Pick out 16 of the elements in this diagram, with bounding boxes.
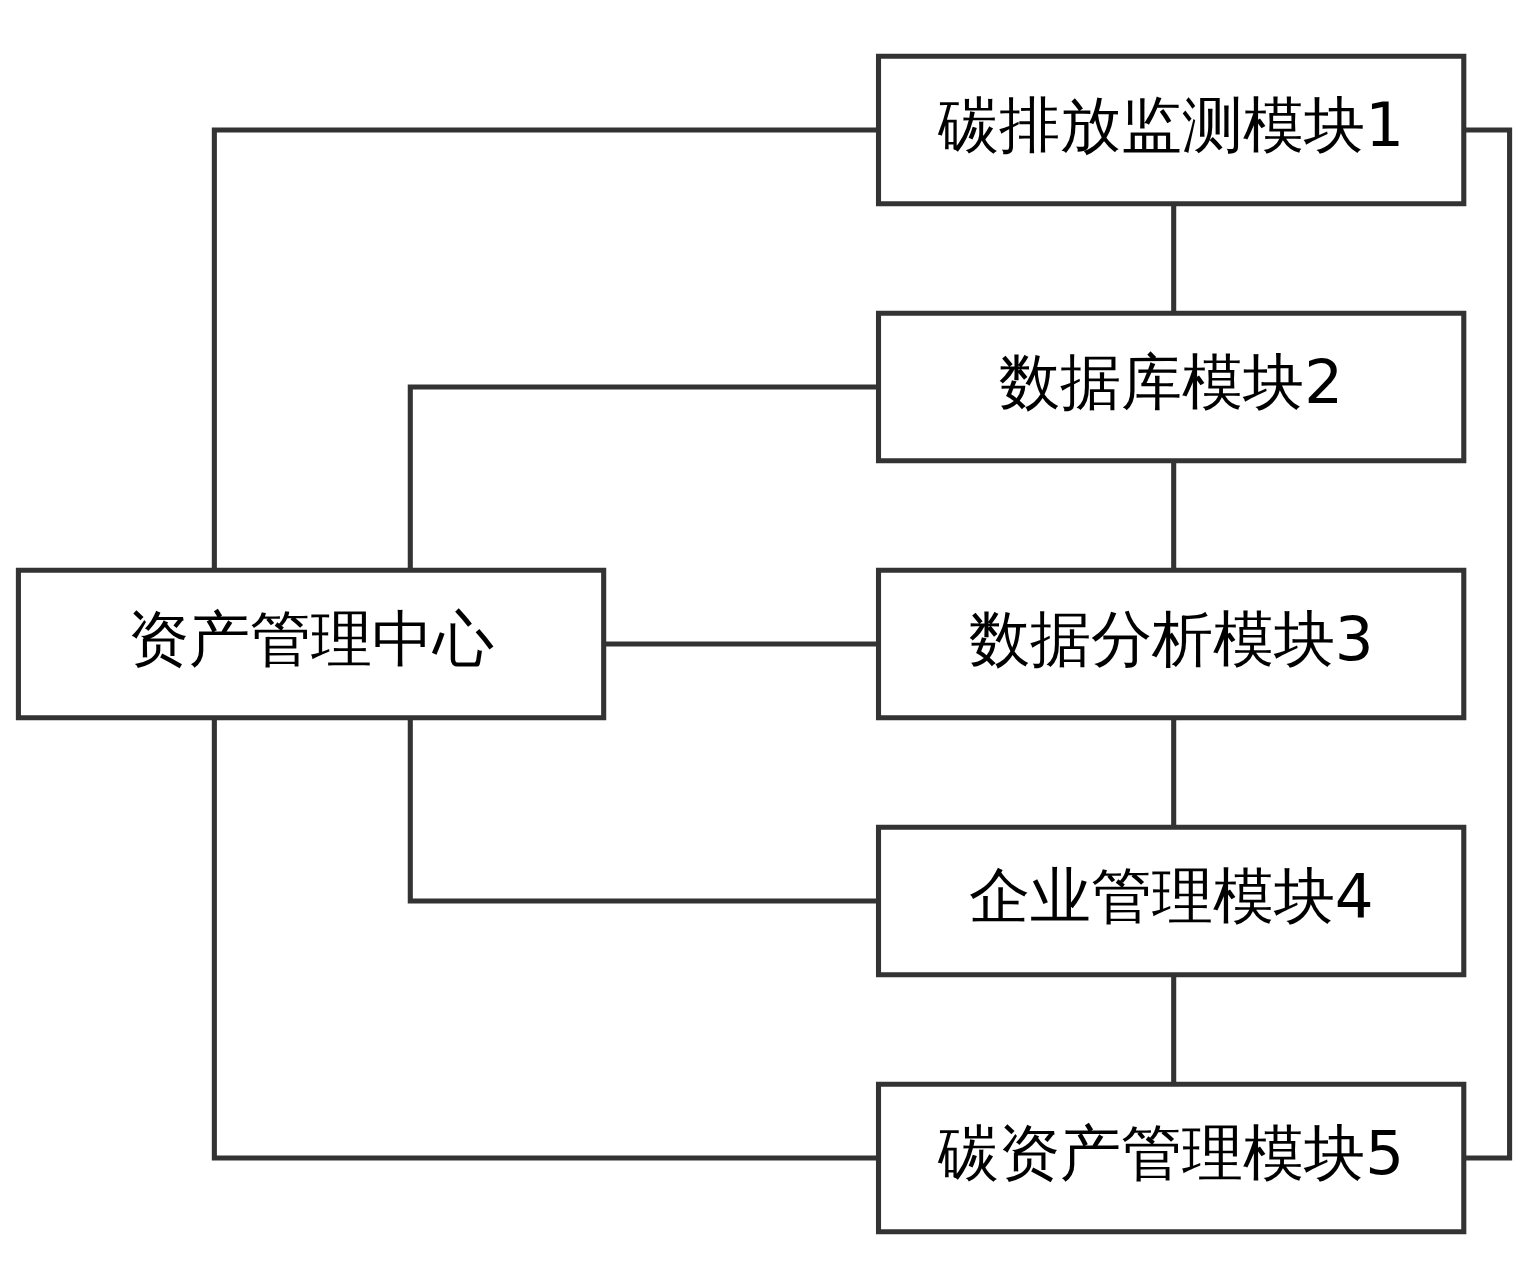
connector bbox=[604, 641, 879, 647]
connector bbox=[407, 384, 879, 570]
node-box: 企业管理模块4 bbox=[875, 824, 1467, 978]
connector bbox=[1171, 718, 1177, 827]
connector bbox=[1171, 461, 1177, 570]
connector bbox=[211, 718, 879, 1161]
node-box: 碳资产管理模块5 bbox=[875, 1081, 1467, 1235]
connector bbox=[1463, 127, 1513, 1161]
connector bbox=[1171, 975, 1177, 1084]
connector bbox=[1171, 204, 1177, 313]
connector bbox=[407, 718, 879, 904]
node-box: 资产管理中心 bbox=[15, 567, 607, 721]
node-box: 碳排放监测模块1 bbox=[875, 53, 1467, 207]
connector bbox=[211, 127, 879, 570]
node-box: 数据分析模块3 bbox=[875, 567, 1467, 721]
node-box: 数据库模块2 bbox=[875, 310, 1467, 464]
